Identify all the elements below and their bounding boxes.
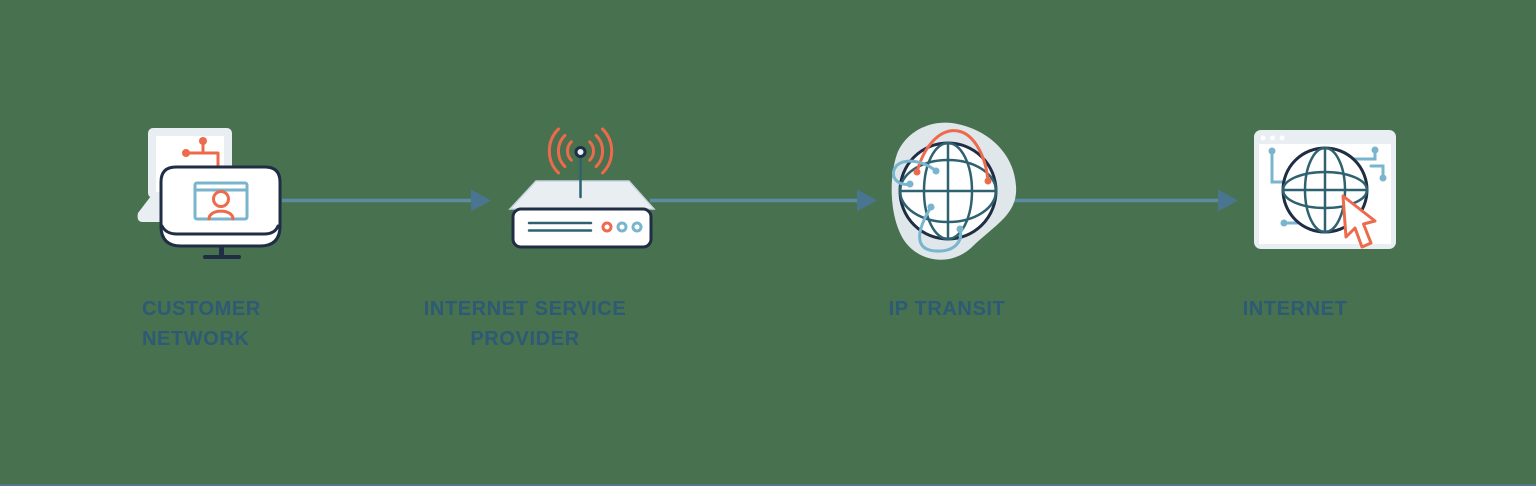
browser-window-dots — [1260, 135, 1285, 141]
ip-transit-label: IP TRANSIT — [847, 294, 1047, 324]
bottom-edge-strip — [0, 484, 1536, 486]
station-label-line: INTERNET — [1242, 298, 1348, 320]
station-label-line: PROVIDER — [470, 328, 580, 350]
antenna-tip — [574, 146, 587, 158]
cursor-icon — [1341, 194, 1377, 249]
browser-globe-cursor-icon — [1254, 130, 1396, 249]
orbit-arcs-blue — [891, 159, 964, 253]
station-label-line: CUSTOMER — [142, 298, 261, 320]
monitor-chin-line — [160, 224, 280, 236]
station-label-line: NETWORK — [142, 328, 250, 350]
desktop-computer-icon — [137, 128, 282, 259]
wireless-router-icon — [508, 127, 656, 249]
arrow-customer-to-isp — [282, 189, 491, 212]
globe-grid — [1281, 146, 1369, 234]
customer-network-label: CUSTOMER NETWORK — [142, 294, 261, 354]
router-led-lights — [601, 221, 643, 233]
internet-label: INTERNET — [1195, 294, 1395, 324]
profile-window — [193, 181, 249, 221]
globe-orbits-icon — [891, 122, 1017, 260]
orbit-arc-orange — [913, 129, 992, 185]
arrow-transit-to-internet — [1008, 189, 1238, 212]
person-icon — [207, 190, 235, 221]
router-front — [511, 207, 653, 249]
arrow-head-icon — [857, 189, 877, 212]
arrow-head-icon — [1218, 189, 1238, 212]
globe-grid — [898, 141, 998, 241]
wifi-waves-icon — [547, 127, 614, 175]
internet-service-provider-label: INTERNET SERVICE PROVIDER — [365, 294, 685, 354]
arrow-isp-to-transit — [650, 189, 877, 212]
station-label-line: INTERNET SERVICE — [423, 298, 627, 320]
arrow-head-icon — [471, 189, 491, 212]
monitor-base — [203, 255, 241, 259]
station-label-line: IP TRANSIT — [888, 298, 1006, 320]
monitor-stand — [219, 246, 224, 257]
router-top-face — [508, 180, 656, 210]
